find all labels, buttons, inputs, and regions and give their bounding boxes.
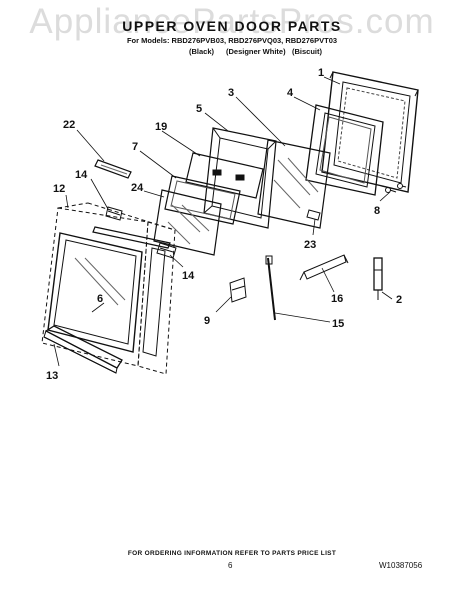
callout-7: 7 <box>132 141 138 153</box>
callout-4: 4 <box>287 87 294 99</box>
callout-3: 3 <box>228 87 234 99</box>
part-vent-trim <box>94 159 132 179</box>
callout-6: 6 <box>97 293 103 305</box>
callout-16: 16 <box>331 293 343 305</box>
ordering-note: FOR ORDERING INFORMATION REFER TO PARTS … <box>127 550 337 557</box>
part-inner-glass <box>153 189 222 256</box>
callout-9: 9 <box>204 315 210 327</box>
callout-14-lower: 14 <box>182 270 195 282</box>
part-door-handle <box>43 325 123 374</box>
model-list: For Models: RBD276PVB03, RBD276PVQ03, RB… <box>126 36 338 45</box>
callout-19: 19 <box>155 121 167 133</box>
part-hinge <box>373 257 383 300</box>
finish-biscuit: (Biscuit) <box>292 47 322 56</box>
part-clip <box>306 209 321 221</box>
part-screw <box>385 183 407 193</box>
page-number: 6 <box>228 561 233 570</box>
part-outer-door-frame <box>321 71 419 193</box>
callout-22: 22 <box>63 119 75 131</box>
part-insulation-frame <box>203 127 277 229</box>
callout-12: 12 <box>53 183 65 195</box>
part-glass-panel <box>257 139 331 229</box>
part-hinge-bracket-upper <box>105 206 123 221</box>
page-title: UPPER OVEN DOOR PARTS <box>122 18 342 34</box>
part-door-assembly <box>41 202 176 375</box>
callout-5: 5 <box>196 103 202 115</box>
callout-2: 2 <box>396 294 402 306</box>
callout-13: 13 <box>46 370 58 382</box>
document-number: W10387056 <box>379 561 423 570</box>
part-spacer-frame <box>164 175 241 225</box>
finish-designer-white: (Designer White) <box>226 47 286 56</box>
leader-lines <box>53 76 393 367</box>
callout-24: 24 <box>131 182 144 194</box>
watermark: AppliancePartsPros.com <box>29 2 435 41</box>
finish-black: (Black) <box>189 47 215 56</box>
part-hinge-rod <box>265 255 276 321</box>
callout-15: 15 <box>332 318 344 330</box>
part-door-window <box>47 226 171 357</box>
part-door-liner-frame <box>305 104 384 196</box>
callout-14-upper: 14 <box>75 169 88 181</box>
part-inner-glass-support <box>185 152 264 199</box>
callout-1: 1 <box>318 67 324 79</box>
part-hinge-bracket <box>299 254 349 281</box>
callout-8: 8 <box>374 205 380 217</box>
callout-23: 23 <box>304 239 316 251</box>
part-hinge-receiver <box>229 277 247 303</box>
